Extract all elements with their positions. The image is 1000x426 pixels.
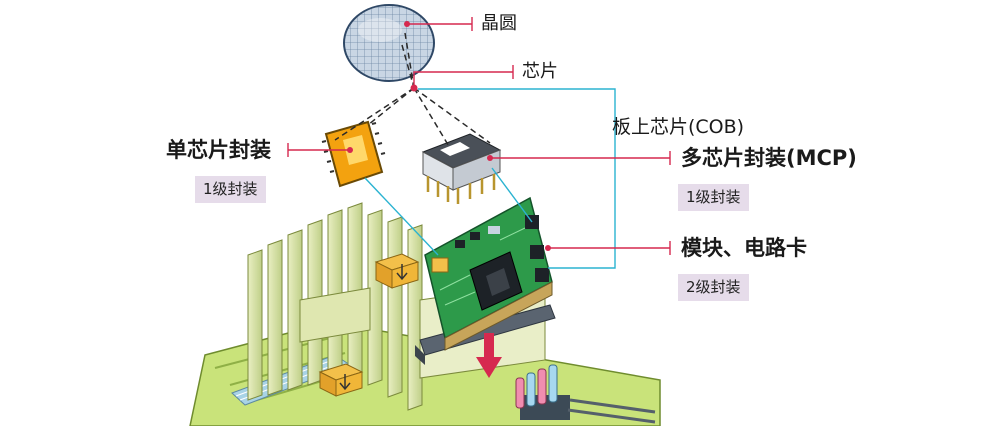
leader-dots: [347, 21, 551, 251]
component-box-lower: [318, 363, 364, 397]
multi-chip-package-label: 多芯片封装(MCP): [681, 146, 857, 170]
single-chip-package-label: 单芯片封装: [166, 138, 271, 162]
chip-label: 芯片: [522, 61, 558, 82]
module-card-label: 模块、电路卡: [681, 236, 807, 260]
single-chip-level-badge: 1级封装: [195, 176, 266, 203]
module-level-badge: 2级封装: [678, 274, 749, 301]
mcp-level-badge: 1级封装: [678, 184, 749, 211]
component-box-upper: [374, 253, 420, 289]
down-arrow-icon: [476, 333, 502, 378]
leader-lines: [287, 17, 671, 255]
single-chip-package: [321, 120, 386, 188]
multi-chip-package: [421, 133, 502, 204]
module-card: [424, 196, 553, 351]
wafer-label: 晶圆: [481, 13, 517, 34]
cob-connector-lines: [364, 88, 616, 269]
cob-label: 板上芯片(COB): [612, 116, 745, 138]
capacitors: [515, 364, 558, 409]
zoom-lines: [334, 32, 491, 149]
wafer: [343, 4, 435, 82]
